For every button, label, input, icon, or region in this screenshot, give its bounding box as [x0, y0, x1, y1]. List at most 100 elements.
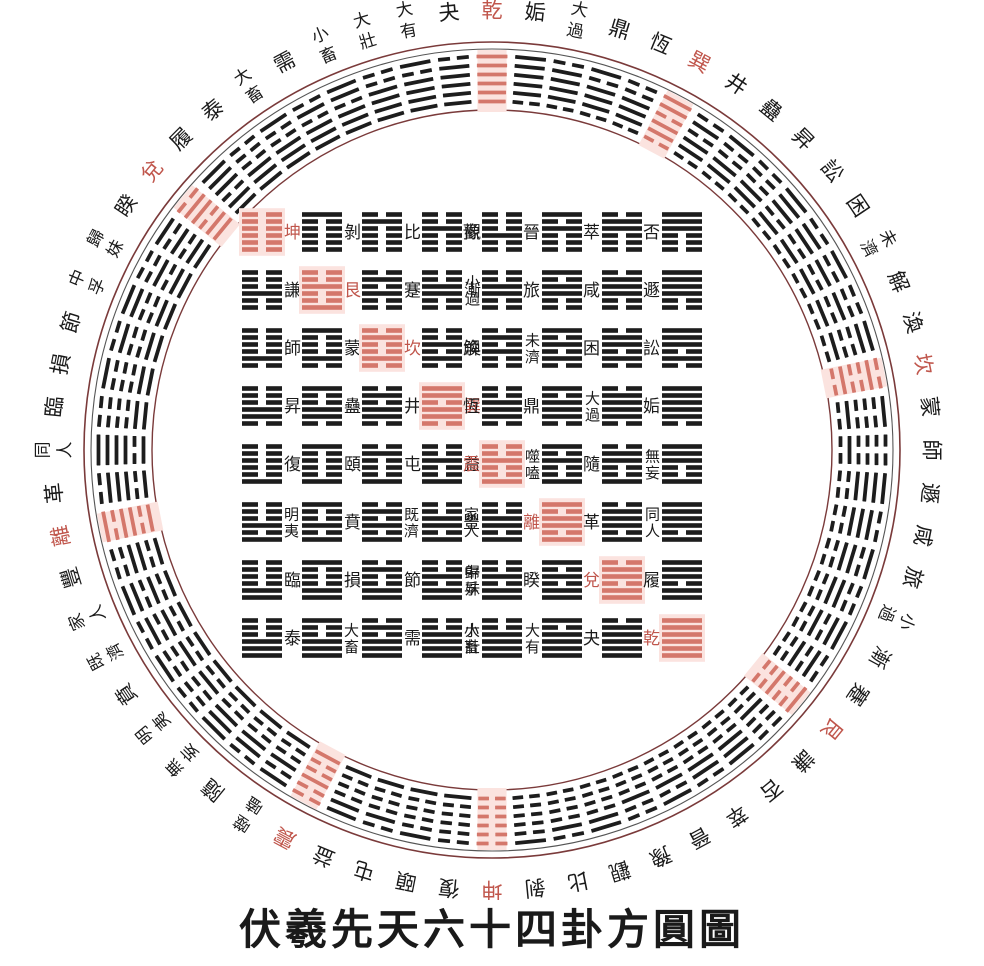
- hexagram-yin-line-left: [422, 247, 438, 252]
- hexagram-yang-line: [590, 820, 622, 833]
- square-hexagram-cell: 歸妹: [465, 560, 522, 600]
- diagram-canvas: 乾姤大過鼎恆巽井蠱昇訟困未濟解渙坎蒙師遯咸旅小過漸蹇艮謙否萃晉豫觀比剝坤復頤屯益…: [33, 0, 944, 900]
- ring-hexagram: [229, 134, 283, 191]
- hexagram-yin-line-left: [422, 277, 438, 282]
- hexagram-yin-line-right: [824, 351, 832, 363]
- hexagram-yin-line-left: [126, 343, 134, 356]
- hexagram-yin-line-right: [446, 363, 462, 368]
- hexagram-yin-line-left: [687, 128, 699, 138]
- hexagram-yang-line: [362, 639, 402, 644]
- hexagram-yin-line-right: [326, 349, 342, 354]
- hexagram-yin-line-right: [873, 415, 878, 428]
- hexagram-yin-line-right: [446, 567, 462, 572]
- hexagram-yin-line-left: [482, 386, 498, 391]
- square-hexagram-label: 坎: [404, 339, 421, 358]
- ring-label-char: 蒙: [917, 395, 943, 418]
- hexagram-yin-line-right: [109, 548, 117, 562]
- hexagram-yin-line-right: [266, 472, 282, 477]
- ring-hexagram-label: 師: [920, 440, 944, 461]
- hexagram-yang-line: [550, 77, 581, 87]
- square-hexagram-cell: 解: [463, 328, 522, 368]
- hexagram-yin-line-right: [799, 287, 808, 299]
- hexagram-yin-line-left: [542, 509, 558, 514]
- hexagram-yin-line-left: [98, 491, 104, 505]
- hexagram-yin-line-left: [772, 244, 782, 255]
- hexagram-yin-line-left: [482, 465, 498, 470]
- hexagram-yin-line-left: [325, 765, 337, 774]
- hexagram-yin-line-left: [553, 59, 566, 66]
- hexagram-yang-line: [286, 730, 311, 749]
- hexagram-yang-line: [542, 444, 582, 449]
- hexagram-yang-line: [259, 170, 283, 191]
- hexagram-yin-line-right: [380, 67, 394, 75]
- hexagram-yin-line-right: [571, 62, 585, 69]
- hexagram-yin-line-left: [127, 381, 134, 393]
- square-label-char: 小: [464, 622, 479, 639]
- hexagram-yin-line-right: [506, 328, 522, 333]
- ring-label-char: 妹: [103, 237, 128, 261]
- hexagram-yang-line: [728, 743, 755, 766]
- hexagram-yang-line: [717, 729, 743, 751]
- hexagram-yang-line: [302, 537, 342, 542]
- hexagram-yang-line: [168, 268, 185, 295]
- hexagram-yang-line: [302, 646, 342, 651]
- hexagram-yin-line-left: [302, 291, 318, 296]
- hexagram-yin-line-right: [626, 328, 642, 333]
- square-label-char: 孚: [464, 581, 479, 598]
- ring-label-char: 昇: [787, 123, 819, 155]
- hexagram-yin-line-right: [848, 603, 856, 616]
- square-label-char: 蹇: [404, 281, 421, 300]
- ring-label-char: 歸: [84, 226, 109, 250]
- hexagram-yin-line-left: [823, 613, 832, 625]
- square-label-char: 否: [643, 223, 660, 242]
- hexagram-yin-line-right: [514, 831, 527, 836]
- square-label-char: 坤: [284, 223, 301, 242]
- hexagram-yin-line-left: [799, 601, 808, 613]
- hexagram-yang-line: [692, 120, 720, 141]
- ring-hexagram: [96, 434, 146, 466]
- hexagram-yin-line-right: [506, 212, 522, 217]
- hexagram-yang-line: [144, 617, 162, 646]
- hexagram-yang-line: [214, 172, 239, 197]
- hexagram-yin-line-right: [446, 451, 462, 456]
- hexagram-yin-line-right: [832, 384, 839, 396]
- hexagram-yin-line-right: [546, 790, 558, 797]
- hexagram-yang-line: [542, 356, 582, 361]
- hexagram-yin-line-left: [109, 338, 117, 352]
- hexagram-yin-line-right: [762, 230, 772, 241]
- hexagram-yin-line-right: [266, 240, 282, 245]
- hexagram-yin-line-left: [422, 472, 438, 477]
- square-label-char: 訟: [643, 339, 660, 358]
- hexagram-yang-line: [326, 78, 357, 94]
- hexagram-yin-line-right: [780, 650, 789, 662]
- hexagram-yin-line-left: [819, 654, 830, 667]
- ring-hexagram: [829, 504, 883, 543]
- hexagram-yang-line: [482, 284, 522, 289]
- hexagram-yang-line: [588, 811, 619, 825]
- ring-hexagram: [120, 570, 177, 616]
- ring-label-char: 蹇: [842, 679, 874, 710]
- ring-hexagram-label: 革: [41, 481, 67, 504]
- hexagram-yang-line: [280, 143, 306, 162]
- ring-hexagram-label: 隨: [197, 774, 228, 806]
- hexagram-yin-line-left: [865, 435, 870, 447]
- hexagram-yin-line-left: [242, 560, 258, 565]
- hexagram-yin-line-left: [855, 361, 862, 374]
- hexagram-yin-line-right: [850, 381, 857, 393]
- ring-hexagram-label: 恆: [646, 29, 675, 59]
- hexagram-yang-line: [119, 508, 129, 539]
- hexagram-yin-line-left: [302, 335, 318, 340]
- hexagram-yin-line-left: [542, 335, 558, 340]
- hexagram-yang-line: [602, 523, 642, 528]
- hexagram-yin-line-right: [326, 335, 342, 340]
- hexagram-yin-line-right: [702, 138, 714, 148]
- hexagram-yin-line-left: [862, 398, 868, 411]
- hexagram-yang-line: [127, 507, 138, 536]
- square-label-char: 益: [464, 455, 481, 474]
- hexagram-yang-line: [602, 284, 642, 289]
- hexagram-yin-line-right: [326, 451, 342, 456]
- hexagram-yang-line: [482, 349, 522, 354]
- hexagram-yang-line: [542, 284, 582, 289]
- hexagram-yin-line-right: [673, 740, 685, 749]
- hexagram-yin-line-right: [686, 363, 702, 368]
